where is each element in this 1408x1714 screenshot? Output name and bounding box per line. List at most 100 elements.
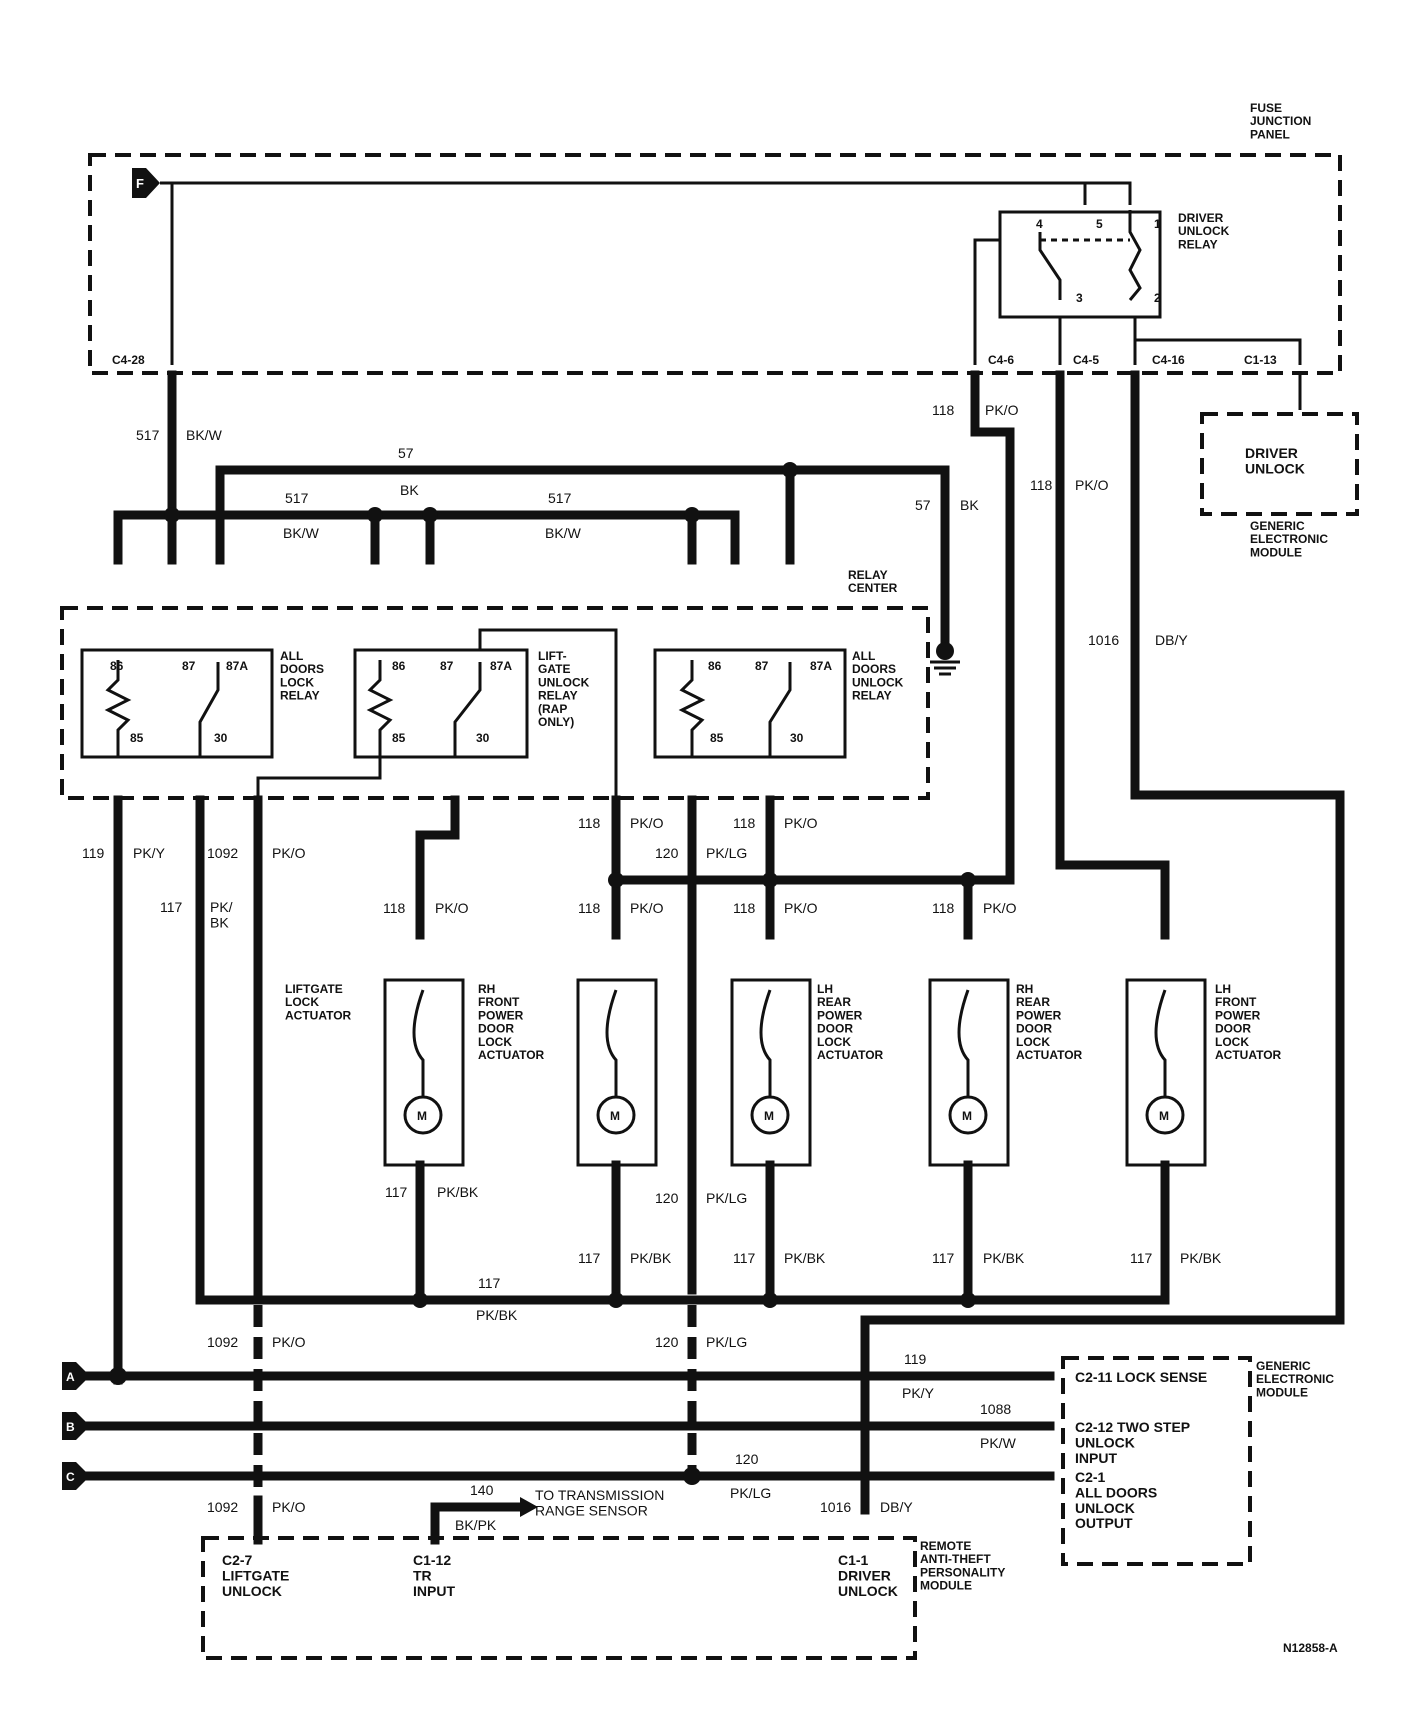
wire-118-act1-num: 118 — [383, 900, 406, 916]
wire-117-act5-num: 117 — [1130, 1250, 1153, 1266]
wire-117-act4-num: 117 — [932, 1250, 955, 1266]
ref-b-terminal — [62, 1412, 90, 1440]
motor-symbol: M — [1159, 1109, 1169, 1123]
driver-relay-pin-5: 5 — [1096, 217, 1103, 231]
adu-pin-30: 30 — [790, 731, 804, 745]
wire-118-act1-color: PK/O — [435, 900, 469, 916]
wire-1088-bus-color: PK/W — [980, 1435, 1017, 1451]
gem-pin-c2-11: C2-11 LOCK SENSE — [1075, 1369, 1207, 1385]
wire-117-a-num: 117 — [160, 899, 183, 915]
wire-119-num: 119 — [82, 845, 105, 861]
wire-118-act2-color: PK/O — [630, 900, 664, 916]
ref-b-label: B — [66, 1420, 75, 1434]
wire-120-a-num: 120 — [655, 845, 679, 861]
wire-118-act3-num: 118 — [733, 900, 756, 916]
wire-120-c-num: 120 — [655, 1334, 679, 1350]
adu-coil — [678, 660, 706, 757]
wire-1016-c-color: DB/Y — [880, 1499, 913, 1515]
connector-c4-16-label: C4-16 — [1152, 353, 1185, 367]
wire-1088-bus-num: 1088 — [980, 1401, 1011, 1417]
wire-57-right-color: BK — [960, 497, 979, 513]
wire-119-color: PK/Y — [133, 845, 166, 861]
wire-117-act2-color: PK/BK — [630, 1250, 672, 1266]
arrow-to-transmission — [520, 1497, 538, 1517]
wire-1016-right-num: 1016 — [1088, 632, 1119, 648]
connector-c4-6-label: C4-6 — [988, 353, 1014, 367]
adl-pin-30: 30 — [214, 731, 228, 745]
wire-117-bus-color: PK/BK — [476, 1307, 518, 1323]
wire-118-relay-b-color: PK/O — [784, 815, 818, 831]
ground-symbol — [930, 642, 960, 676]
wire-117-act4-color: PK/BK — [983, 1250, 1025, 1266]
adl-pin-85: 85 — [130, 731, 144, 745]
wire-1092-a-num: 1092 — [207, 845, 238, 861]
wire-1016-c-num: 1016 — [820, 1499, 851, 1515]
lgu-coil — [366, 660, 394, 757]
wire-57-right-num: 57 — [915, 497, 931, 513]
top-feed-wires: 517 BK/W 57 57 BK 517 BK/W BK 517 BK/W 1… — [113, 370, 1345, 1515]
wire-140-num: 140 — [470, 1482, 494, 1498]
lgu-pin-85: 85 — [392, 731, 406, 745]
adl-pin-87: 87 — [182, 659, 196, 673]
wire-140-color: BK/PK — [455, 1517, 497, 1533]
wire-117-act1-color: PK/BK — [437, 1184, 479, 1200]
adu-pin-86: 86 — [708, 659, 722, 673]
driver-relay-pin-2: 2 — [1154, 291, 1161, 305]
connector-c4-5-label: C4-5 — [1073, 353, 1099, 367]
all-doors-lock-relay — [80, 648, 274, 759]
all-doors-unlock-relay — [653, 648, 847, 759]
wire-118-right-num: 118 — [1030, 477, 1053, 493]
adu-pin-87a: 87A — [810, 659, 832, 673]
gem-bus-lines: A 119 PK/Y B 1088 PK/W C 120 PK/LG — [62, 1351, 1055, 1501]
driver-relay-pin-4: 4 — [1036, 217, 1043, 231]
wire-1092-b-num: 1092 — [207, 1334, 238, 1350]
wire-117-bus-num: 117 — [478, 1275, 501, 1291]
wire-118-act4-color: PK/O — [983, 900, 1017, 916]
wire-517-left-color: BK/W — [283, 525, 320, 541]
ref-c-label: C — [66, 1470, 75, 1484]
figure-id: N12858-A — [1283, 1641, 1338, 1655]
ref-c-terminal — [62, 1462, 90, 1490]
wire-517-right-color: BK/W — [545, 525, 582, 541]
wire-118-act2-num: 118 — [578, 900, 601, 916]
wire-118-act4-num: 118 — [932, 900, 955, 916]
wire-118-right-color: PK/O — [1075, 477, 1109, 493]
wire-119-bus-num: 119 — [904, 1351, 927, 1367]
wire-1016-right-color: DB/Y — [1155, 632, 1188, 648]
wire-118-relay-b-num: 118 — [733, 815, 756, 831]
wire-bk-mid-color: BK — [400, 482, 419, 498]
wire-517-num: 517 — [136, 427, 160, 443]
wire-120-c-color: PK/LG — [706, 1334, 747, 1350]
wire-117-act3-color: PK/BK — [784, 1250, 826, 1266]
wire-517-right-num: 517 — [548, 490, 572, 506]
ref-a-terminal — [62, 1362, 90, 1390]
wire-119-bus-color: PK/Y — [902, 1385, 935, 1401]
fuse-f-label: F — [136, 176, 144, 191]
wire-117-act1-num: 117 — [385, 1184, 408, 1200]
fuse-f-terminal — [132, 168, 160, 198]
wire-120-bus-num: 120 — [735, 1451, 759, 1467]
ref-a-label: A — [66, 1370, 75, 1384]
connector-c1-13-label: C1-13 — [1244, 353, 1277, 367]
lgu-pin-86: 86 — [392, 659, 406, 673]
motor-symbol: M — [610, 1109, 620, 1123]
wire-517-left-num: 517 — [285, 490, 309, 506]
adl-pin-87a: 87A — [226, 659, 248, 673]
wire-120-a-color: PK/LG — [706, 845, 747, 861]
adl-coil — [104, 660, 132, 757]
